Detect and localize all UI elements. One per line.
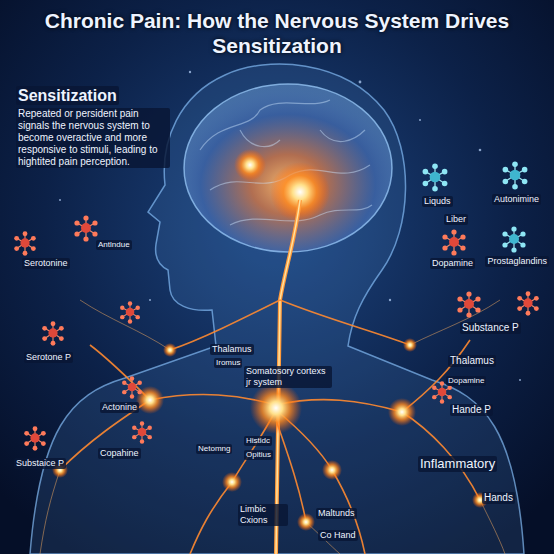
region-label: Co Hand xyxy=(318,530,358,541)
molecule-icon xyxy=(442,229,465,255)
panel-heading: Sensitization xyxy=(16,86,119,105)
molecule-label: Antlndue xyxy=(96,240,132,250)
molecule-icon xyxy=(502,226,525,252)
molecule-icon xyxy=(74,215,97,241)
molecule-label: Serotone P xyxy=(24,352,73,363)
region-label: Limbic Cxions xyxy=(238,504,288,526)
brain-glow xyxy=(234,149,266,181)
molecule-icon xyxy=(24,426,46,450)
region-label: Somatosory cortexs jr system xyxy=(244,366,332,388)
molecule-icon xyxy=(14,231,36,255)
molecule-label: Prostaglandins xyxy=(485,256,549,267)
region-label: Histidc xyxy=(244,436,272,446)
brain-folds xyxy=(200,100,372,225)
molecule-label: Serotonine xyxy=(22,258,70,269)
molecule-label: Liber xyxy=(444,214,468,225)
molecule-label: Dopamine xyxy=(430,258,475,269)
region-label: Hands xyxy=(482,492,515,504)
region-label: Thalamus xyxy=(448,355,496,367)
molecule-icon xyxy=(423,164,448,192)
molecule-icon xyxy=(42,321,64,345)
molecule-label: Actonine xyxy=(100,402,139,413)
molecule-icon xyxy=(132,421,152,443)
molecule-icon xyxy=(457,291,480,317)
region-label: Iromus xyxy=(214,358,242,368)
region-label: Maltunds xyxy=(316,508,357,519)
molecule-label: Hande P xyxy=(450,404,493,416)
molecule-icon xyxy=(517,291,539,315)
brain xyxy=(184,84,392,252)
molecule-icon xyxy=(503,162,528,190)
region-label: Inflammatory xyxy=(418,456,497,472)
panel-description: Repeated or persident pain signals the n… xyxy=(16,108,170,168)
molecule-label: Dopamine xyxy=(446,376,486,386)
molecule-icon xyxy=(122,376,142,398)
nerve-branches xyxy=(60,300,480,554)
molecule-label: Liquds xyxy=(422,196,453,207)
molecules xyxy=(14,162,539,451)
molecule-label: Copahine xyxy=(98,448,141,459)
fine-nerves xyxy=(40,300,505,554)
molecule-label: Substaice P xyxy=(14,458,66,469)
title: Chronic Pain: How the Nervous System Dri… xyxy=(17,8,537,58)
molecule-label: Autonimine xyxy=(492,194,541,205)
region-label: Netomng xyxy=(196,444,232,454)
region-label: Opitius xyxy=(244,450,273,460)
glow-points xyxy=(52,338,488,531)
molecule-label: Substance P xyxy=(460,322,521,334)
molecule-icon xyxy=(120,301,140,323)
region-label: Thalamus xyxy=(210,344,254,355)
